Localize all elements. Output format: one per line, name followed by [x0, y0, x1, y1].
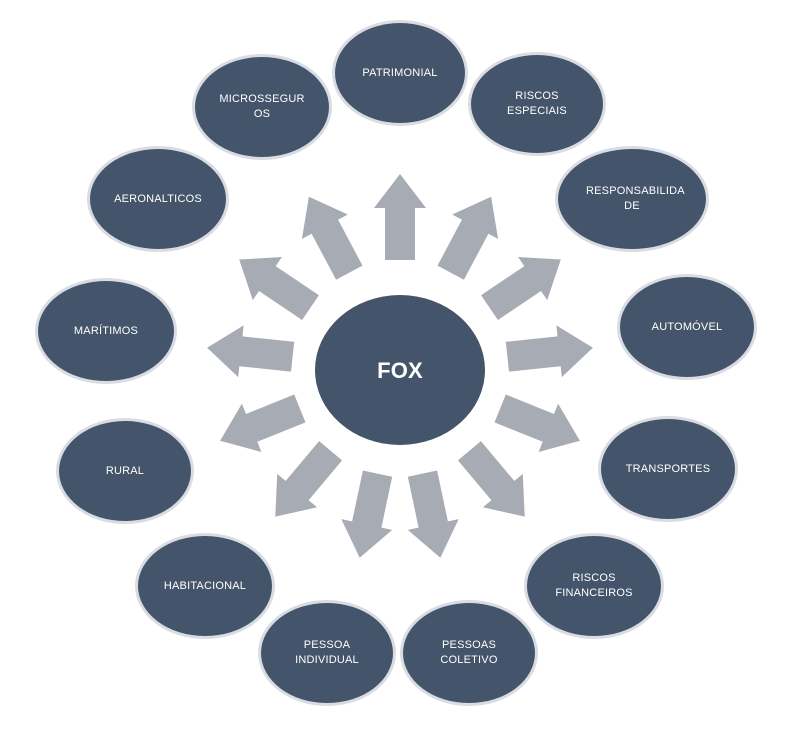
node-transportes: TRANSPORTES — [598, 416, 738, 522]
node-label: RISCOS FINANCEIROS — [555, 572, 633, 599]
node-label: RURAL — [105, 464, 145, 477]
node-label: RESPONSABILIDA DE — [586, 185, 685, 212]
arrow-aeronalticos — [239, 257, 319, 320]
node-microsseguros: MICROSSEGUR OS — [192, 54, 332, 160]
arrow-riscos-financeiros — [457, 441, 525, 517]
arrow-transportes — [494, 394, 580, 452]
arrow-rural — [220, 394, 306, 452]
arrow-microsseguros — [301, 196, 363, 280]
arrow-pessoas-coletivo — [407, 470, 459, 558]
node-pessoas-coletivo: PESSOAS COLETIVO — [400, 600, 538, 706]
node-label: MARÍTIMOS — [73, 324, 139, 337]
arrow-responsabilidade — [481, 257, 561, 320]
center-circle-fox: FOX — [315, 295, 485, 445]
arrow-pessoa-individual — [341, 470, 393, 558]
arrow-automovel — [505, 325, 593, 378]
arrow-habitacional — [275, 441, 343, 517]
node-responsabilidade: RESPONSABILIDA DE — [555, 146, 709, 252]
node-label: PESSOA INDIVIDUAL — [295, 639, 359, 666]
arrow-patrimonial — [374, 174, 426, 260]
node-habitacional: HABITACIONAL — [135, 533, 275, 639]
node-pessoa-individual: PESSOA INDIVIDUAL — [258, 600, 396, 706]
node-automovel: AUTOMÓVEL — [617, 274, 757, 380]
node-aeronalticos: AERONALTICOS — [87, 146, 229, 252]
node-label: PESSOAS COLETIVO — [440, 639, 498, 666]
node-label: AUTOMÓVEL — [651, 320, 723, 333]
node-patrimonial: PATRIMONIAL — [332, 20, 468, 126]
node-label: MICROSSEGUR OS — [219, 93, 305, 120]
node-maritimos: MARÍTIMOS — [35, 278, 177, 384]
node-riscos-especiais: RISCOS ESPECIAIS — [468, 52, 606, 156]
node-riscos-financeiros: RISCOS FINANCEIROS — [524, 533, 664, 639]
node-label: RISCOS ESPECIAIS — [507, 90, 567, 117]
node-rural: RURAL — [56, 418, 194, 524]
arrow-riscos-especiais — [437, 196, 499, 280]
arrow-maritimos — [207, 325, 295, 378]
node-label: AERONALTICOS — [114, 192, 202, 205]
node-label: TRANSPORTES — [625, 462, 711, 475]
node-label: PATRIMONIAL — [362, 66, 438, 79]
node-label: HABITACIONAL — [163, 579, 247, 592]
center-label: FOX — [377, 357, 423, 383]
